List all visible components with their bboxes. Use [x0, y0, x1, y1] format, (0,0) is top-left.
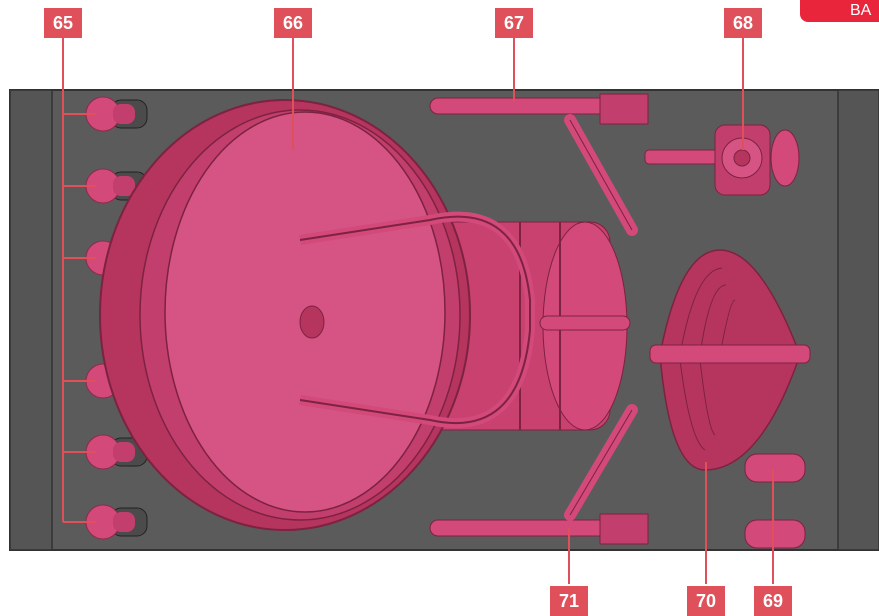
callout-68: 68 — [724, 8, 762, 38]
part-68-valve — [644, 124, 800, 196]
part-65-knobs — [85, 96, 148, 540]
callout-65: 65 — [44, 8, 82, 38]
callout-70: 70 — [687, 586, 725, 616]
part-69-rollers — [744, 453, 806, 549]
callout-67: 67 — [495, 8, 533, 38]
callout-66: 66 — [274, 8, 312, 38]
tray-right-rail — [837, 89, 879, 551]
leader-lines — [62, 38, 774, 584]
part-70-fan — [649, 249, 811, 471]
tray-left-rail — [9, 89, 53, 551]
part-67-rod — [429, 93, 649, 236]
knob — [85, 504, 148, 540]
part-66-dish — [99, 99, 471, 531]
callout-71: 71 — [550, 586, 588, 616]
knob — [85, 96, 148, 132]
part-66-handle — [299, 211, 535, 429]
section-tab: BA — [800, 0, 879, 22]
callout-69: 69 — [754, 586, 792, 616]
part-71-rod — [429, 404, 649, 545]
